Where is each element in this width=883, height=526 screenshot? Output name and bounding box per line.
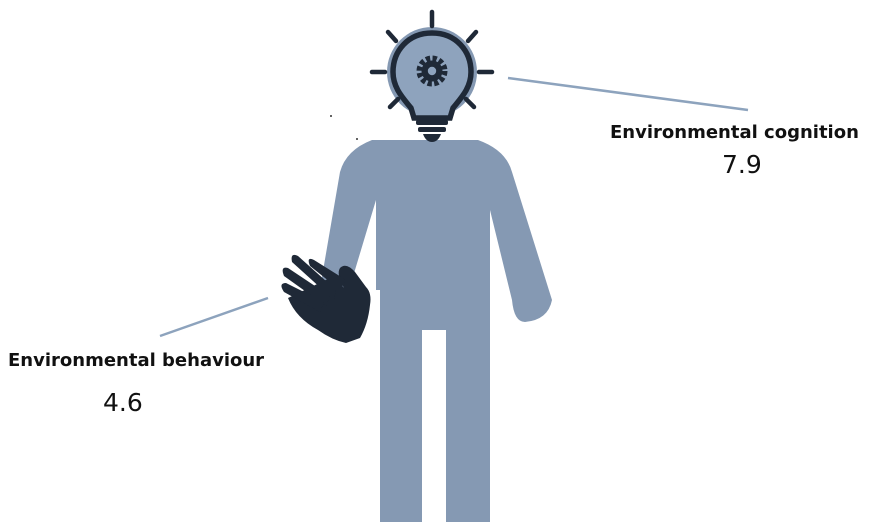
cognition-value: 7.9 (722, 150, 762, 179)
behaviour-label: Environmental behaviour (8, 350, 264, 371)
cognition-connector-line (508, 78, 748, 110)
gear-icon (420, 59, 444, 83)
speck (330, 115, 332, 117)
behaviour-value: 4.6 (103, 388, 143, 417)
speck (356, 138, 358, 140)
lightbulb-icon (372, 12, 492, 142)
hand-icon (281, 255, 370, 343)
behaviour-connector-line (160, 298, 268, 336)
cognition-label: Environmental cognition (610, 122, 859, 143)
